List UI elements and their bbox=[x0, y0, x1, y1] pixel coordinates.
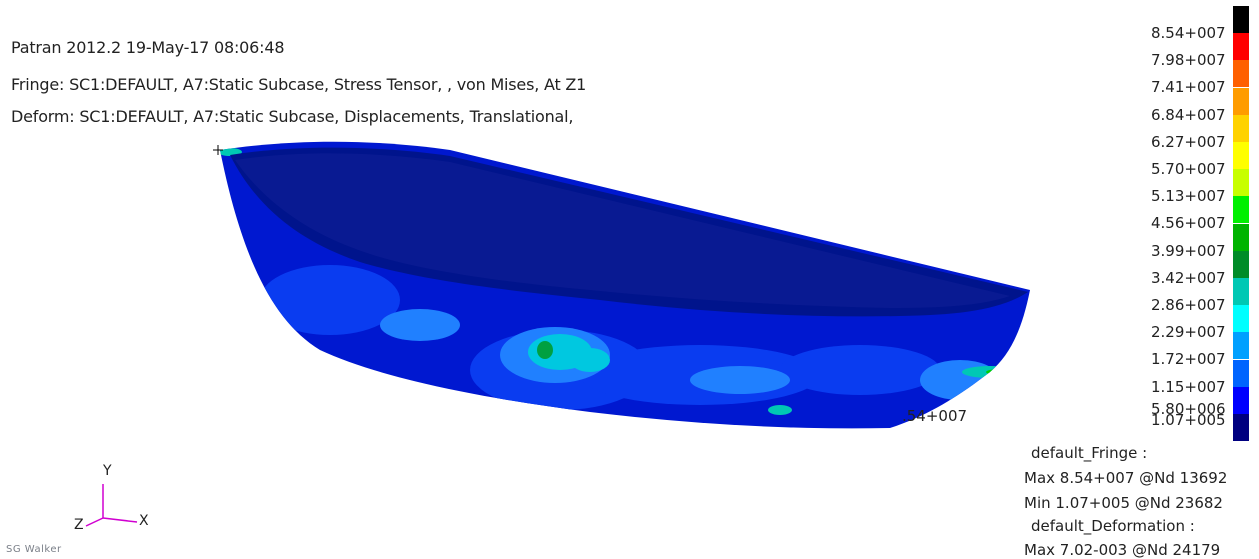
legend-tick-label: 5.70+007 bbox=[1151, 160, 1226, 178]
legend-swatch bbox=[1233, 223, 1249, 251]
y-axis-label: Y bbox=[103, 463, 112, 479]
legend-tick-label: 1.72+007 bbox=[1151, 350, 1226, 369]
header-deform-description: Deform: SC1:DEFAULT, A7:Static Subcase, … bbox=[11, 107, 574, 126]
legend-swatch bbox=[1233, 33, 1249, 61]
legend-tick-label: 8.54+007 bbox=[1151, 24, 1226, 42]
legend-tick-label: 7.41+007 bbox=[1151, 78, 1226, 97]
legend-tick-label: 3.99+007 bbox=[1151, 241, 1226, 260]
x-axis-label: X bbox=[139, 513, 149, 529]
legend-swatch bbox=[1233, 386, 1249, 414]
fringe-min-info: Min 1.07+005 @Nd 23682 bbox=[1024, 494, 1223, 512]
header-fringe-description: Fringe: SC1:DEFAULT, A7:Static Subcase, … bbox=[11, 75, 587, 94]
legend-tick-label: 5.13+007 bbox=[1151, 187, 1226, 206]
watermark-logo: SG Walker bbox=[6, 544, 62, 555]
legend-swatch bbox=[1233, 87, 1249, 115]
legend-swatch bbox=[1233, 60, 1249, 88]
deformation-info-title: default_Deformation : bbox=[1031, 517, 1195, 535]
legend-tick-label: 4.56+007 bbox=[1151, 214, 1226, 233]
header-software-timestamp: Patran 2012.2 19-May-17 08:06:48 bbox=[11, 38, 285, 57]
legend-swatch bbox=[1233, 142, 1249, 169]
legend-swatch bbox=[1233, 114, 1249, 142]
legend-tick-label: 1.15+007 bbox=[1151, 377, 1226, 396]
legend-tick-label: 6.27+007 bbox=[1151, 132, 1226, 151]
axis-triad bbox=[85, 484, 138, 527]
legend-swatch bbox=[1233, 332, 1249, 360]
hull-model[interactable] bbox=[213, 141, 1030, 429]
z-axis-label: Z bbox=[74, 517, 84, 533]
legend-swatch bbox=[1233, 169, 1249, 197]
legend-tick-label: 1.07+005 bbox=[1151, 411, 1226, 429]
fringe-info-title: default_Fringe : bbox=[1031, 444, 1148, 462]
origin-marker bbox=[213, 145, 223, 155]
legend-swatch bbox=[1233, 414, 1249, 441]
legend-tick-label: 5.80+006 bbox=[1151, 400, 1226, 418]
legend-swatch bbox=[1233, 278, 1249, 305]
legend-tick-label: 2.86+007 bbox=[1151, 296, 1226, 314]
deformation-max-info: Max 7.02-003 @Nd 24179 bbox=[1024, 541, 1221, 559]
legend-tick-label: 3.42+007 bbox=[1151, 268, 1226, 287]
legend-tick-label: 7.98+007 bbox=[1151, 51, 1226, 70]
legend-swatch bbox=[1233, 359, 1249, 387]
legend-tick-label: 6.84+007 bbox=[1151, 105, 1226, 124]
legend-swatch bbox=[1233, 250, 1249, 278]
fringe-max-info: Max 8.54+007 @Nd 13692 bbox=[1024, 469, 1228, 487]
peak-value-label: .54+007 bbox=[902, 407, 968, 425]
legend-swatch bbox=[1233, 196, 1249, 224]
legend-swatch bbox=[1233, 305, 1249, 333]
legend-swatch bbox=[1233, 6, 1249, 33]
legend-tick-label: 2.29+007 bbox=[1151, 323, 1226, 342]
